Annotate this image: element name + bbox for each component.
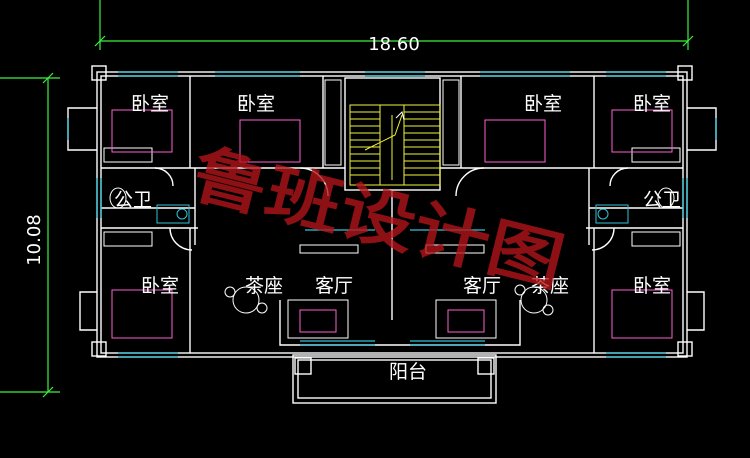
room-label-bedroom-top-left-2: 卧室 (237, 93, 275, 115)
width-dimension-label: 18.60 (368, 34, 420, 55)
room-labels: 卧室 卧室 卧室 卧室 公卫 公卫 卧室 茶座 客厅 客厅 茶座 卧室 阳台 (114, 93, 681, 383)
room-label-wc-right: 公卫 (643, 189, 681, 211)
windows (67, 71, 717, 358)
room-label-living-right: 客厅 (463, 275, 501, 297)
room-label-bedroom-top-right: 卧室 (633, 93, 671, 115)
room-label-balcony: 阳台 (389, 361, 427, 383)
room-label-bedroom-top-right-2: 卧室 (524, 93, 562, 115)
room-label-living-left: 客厅 (315, 275, 353, 297)
furniture (103, 79, 681, 339)
room-label-bedroom-bottom-left: 卧室 (141, 275, 179, 297)
room-label-bedroom-bottom-right: 卧室 (633, 275, 671, 297)
room-label-bedroom-top-left: 卧室 (131, 93, 169, 115)
room-label-tea-right: 茶座 (531, 275, 569, 297)
room-label-tea-left: 茶座 (245, 275, 283, 297)
room-label-wc-left: 公卫 (114, 189, 152, 211)
dimension-lines (0, 0, 694, 398)
height-dimension-label: 10.08 (24, 214, 45, 266)
staircase (349, 104, 441, 186)
